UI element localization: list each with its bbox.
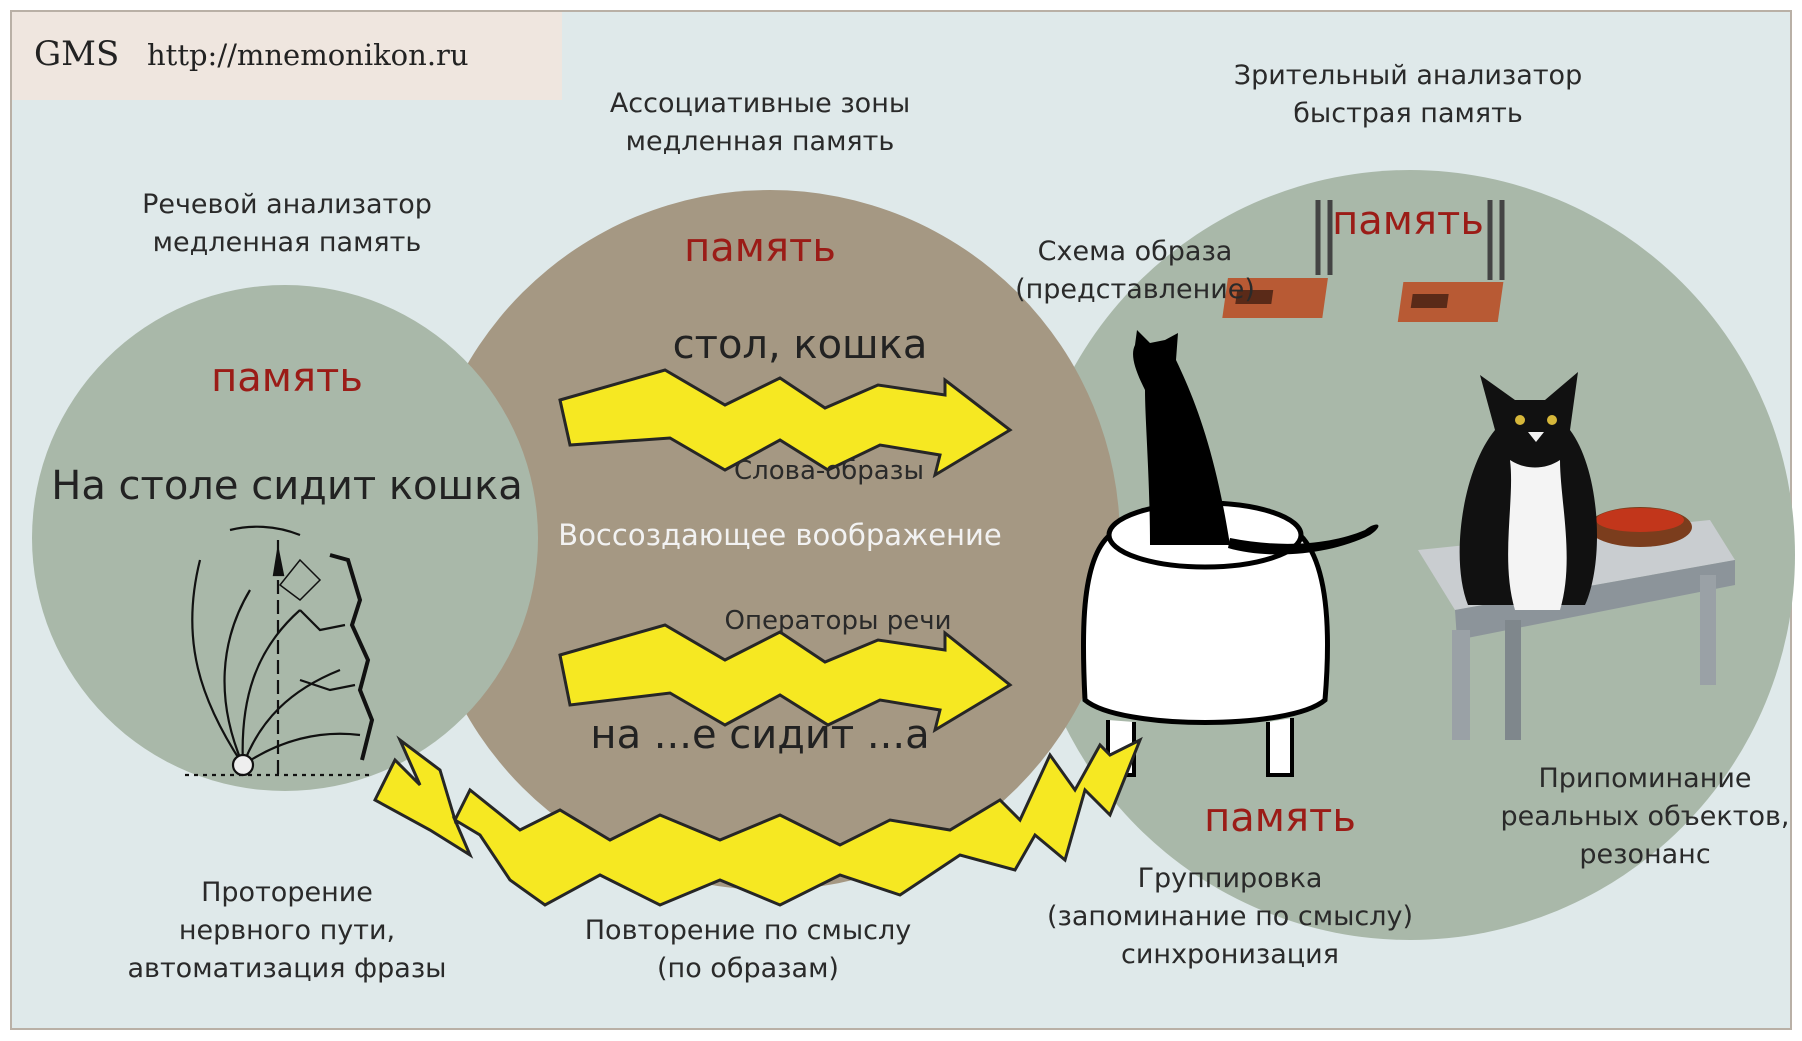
recall-line3: резонанс: [1579, 836, 1710, 874]
center-title-line2: медленная память: [626, 123, 895, 161]
right-memory-top: память: [1332, 198, 1484, 244]
left-title-line1: Речевой анализатор: [142, 186, 432, 224]
center-words: стол, кошка: [673, 322, 928, 368]
bottom-right-line2: (запоминание по смыслу): [1047, 898, 1413, 936]
left-title-line2: медленная память: [153, 224, 422, 262]
schema-line2: (представление): [1015, 271, 1255, 309]
right-title-line1: Зрительный анализатор: [1234, 57, 1582, 95]
left-memory-label: память: [211, 355, 363, 401]
center-operators: на ...е сидит ...а: [590, 712, 929, 758]
bottom-left-line2: нервного пути,: [179, 912, 395, 950]
bottom-right-line1: Группировка: [1138, 860, 1323, 898]
bottom-center-line1: Повторение по смыслу: [585, 912, 912, 950]
schema-line1: Схема образа: [1038, 233, 1233, 271]
recall-line1: Припоминание: [1538, 760, 1751, 798]
operators-caption: Операторы речи: [724, 602, 951, 640]
left-phrase: На столе сидит кошка: [51, 463, 523, 509]
bottom-right-line3: синхронизация: [1121, 936, 1339, 974]
bottom-center-line2: (по образам): [657, 950, 839, 988]
right-title-line2: быстрая память: [1293, 95, 1523, 133]
bottom-left-line1: Проторение: [201, 874, 373, 912]
words-caption: Слова-образы: [734, 452, 924, 490]
center-title-line1: Ассоциативные зоны: [610, 85, 910, 123]
center-memory-label: память: [684, 225, 836, 271]
recall-line2: реальных объектов,: [1501, 798, 1790, 836]
bottom-left-line3: автоматизация фразы: [128, 950, 447, 988]
imagination-label: Воссоздающее воображение: [558, 518, 1001, 552]
right-memory-bottom: память: [1204, 795, 1356, 841]
